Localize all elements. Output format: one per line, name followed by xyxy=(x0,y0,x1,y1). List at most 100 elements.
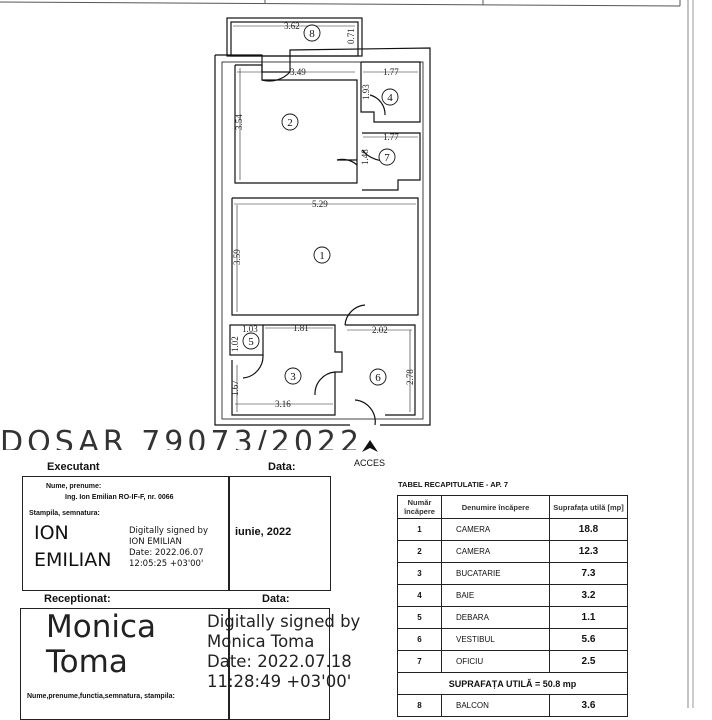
cell-area: 3.6 xyxy=(549,694,628,717)
dim-balcony-width: 3.62 xyxy=(284,21,300,31)
stamp-label: Stampila, semnatura: xyxy=(29,510,100,517)
cell-nr: 3 xyxy=(397,562,442,585)
dosar-number: DOSAR 79073/2022 xyxy=(0,425,364,450)
cell-name: CAMERA xyxy=(441,518,550,541)
cell-area: 1.1 xyxy=(549,606,628,629)
floor-plan: 3.62 0.71 3.49 3.54 1.77 1.93 1.77 1.48 … xyxy=(214,17,431,452)
cell-nr: 8 xyxy=(397,694,442,717)
sig-name-line: ION xyxy=(34,522,69,544)
cell-nr: 6 xyxy=(397,628,442,651)
sig-line: 11:28:49 +03'00' xyxy=(207,672,352,691)
cell-name: OFICIU xyxy=(441,650,550,673)
room-number-7: 7 xyxy=(384,152,390,164)
executant-date-box xyxy=(228,476,331,591)
room-1-walls xyxy=(231,197,419,316)
dim-room4-width: 1.77 xyxy=(383,67,399,77)
cell-nr: 5 xyxy=(397,606,442,629)
executant-signature-name: ION EMILIAN xyxy=(34,520,111,574)
overlay-signature-name-1: Monica xyxy=(46,609,157,645)
room-number-8: 8 xyxy=(309,28,315,40)
dim-room2-height: 3.54 xyxy=(234,114,244,130)
name-label: Nume, prenume: xyxy=(46,483,102,490)
executant-heading: Executant xyxy=(47,461,100,473)
dim-room3-top: 1.81 xyxy=(293,323,309,333)
dim-balcony-depth: 0.71 xyxy=(346,28,356,44)
dim-room1-width: 5.29 xyxy=(312,199,328,209)
room-number-1: 1 xyxy=(319,250,325,262)
sig-line: Date: 2022.06.07 xyxy=(129,548,204,558)
cell-name: BAIE xyxy=(441,584,550,607)
cell-area: 12.3 xyxy=(549,540,628,563)
access-label: ACCES xyxy=(354,458,386,468)
dim-room5-height: 1.02 xyxy=(230,336,240,352)
sig-name-line: EMILIAN xyxy=(34,549,112,571)
cell-name: BUCATARIE xyxy=(441,562,550,585)
dim-room2-width: 3.49 xyxy=(290,67,306,77)
cell-nr: 4 xyxy=(397,584,442,607)
room-6-walls xyxy=(345,324,416,416)
cell-nr: 2 xyxy=(397,540,442,563)
sig-line: 12:05:25 +03'00' xyxy=(129,559,204,569)
room-3-walls xyxy=(231,324,343,416)
executant-date-heading: Data: xyxy=(268,461,296,473)
sig-line: Monica Toma xyxy=(207,632,315,651)
room-4-walls xyxy=(360,61,421,123)
cell-area: 2.5 xyxy=(549,650,628,673)
room-number-5: 5 xyxy=(248,336,254,348)
sig-line: Digitally signed by xyxy=(207,612,361,631)
dim-room6-width: 2.02 xyxy=(372,325,388,335)
cell-name: VESTIBUL xyxy=(441,628,550,651)
sig-line: Digitally signed by xyxy=(129,526,208,536)
summary-table: Număr încăpere Denumire încăpere Suprafa… xyxy=(397,495,628,717)
room-number-4: 4 xyxy=(387,92,393,104)
table-total-row: SUPRAFAȚA UTILĂ = 50.8 mp xyxy=(397,672,628,695)
executant-date-value: iunie, 2022 xyxy=(235,526,292,538)
header-room-number: Număr încăpere xyxy=(397,495,442,519)
header-room-name: Denumire încăpere xyxy=(441,495,550,519)
room-7-walls xyxy=(362,132,421,191)
total-cell: SUPRAFAȚA UTILĂ = 50.8 mp xyxy=(397,672,628,695)
room-2-walls xyxy=(234,64,358,184)
room-number-2: 2 xyxy=(287,117,293,129)
room-number-6: 6 xyxy=(375,372,381,384)
dim-room7-height: 1.48 xyxy=(360,149,370,165)
cell-name: DEBARA xyxy=(441,606,550,629)
cell-area: 7.3 xyxy=(549,562,628,585)
cell-area: 5.6 xyxy=(549,628,628,651)
receptionat-fields-label: Nume,prenume,functia,semnatura, stampila… xyxy=(27,693,175,700)
name-value: Ing. Ion Emilian RO-IF-F, nr. 0066 xyxy=(65,494,174,501)
executant-signature-details: Digitally signed by ION EMILIAN Date: 20… xyxy=(129,526,208,570)
dim-room3-height: 1.67 xyxy=(230,380,240,396)
access-arrow-icon xyxy=(362,440,378,452)
executant-box xyxy=(22,476,230,591)
cell-nr: 7 xyxy=(397,650,442,673)
header-area: Suprafața utilă [mp] xyxy=(549,495,628,519)
room-5-walls xyxy=(229,324,264,356)
dim-room1-height: 3.59 xyxy=(232,249,242,265)
table-title: TABEL RECAPITULATIE - AP. 7 xyxy=(398,480,509,489)
cell-name: BALCON xyxy=(441,694,550,717)
overlay-signature-name-2: Toma xyxy=(46,644,128,680)
overlay-signature-details: Digitally signed by Monica Toma Date: 20… xyxy=(207,612,360,692)
table-header-row: Număr încăpere Denumire încăpere Suprafa… xyxy=(397,495,628,519)
dim-room5-width: 1.03 xyxy=(242,324,258,334)
receptionat-date-heading: Data: xyxy=(262,593,290,605)
dim-room4-height: 1.93 xyxy=(361,84,371,100)
cell-nr: 1 xyxy=(397,518,442,541)
dim-room3-bottom: 3.16 xyxy=(275,399,291,409)
receptionat-heading: Receptionat: xyxy=(44,593,111,605)
room-number-3: 3 xyxy=(290,371,296,383)
dim-room6-height: 2.78 xyxy=(405,369,415,385)
sig-line: ION EMILIAN xyxy=(129,537,182,547)
dim-room7-width: 1.77 xyxy=(383,132,399,142)
sig-line: Date: 2022.07.18 xyxy=(207,652,352,671)
cell-area: 3.2 xyxy=(549,584,628,607)
